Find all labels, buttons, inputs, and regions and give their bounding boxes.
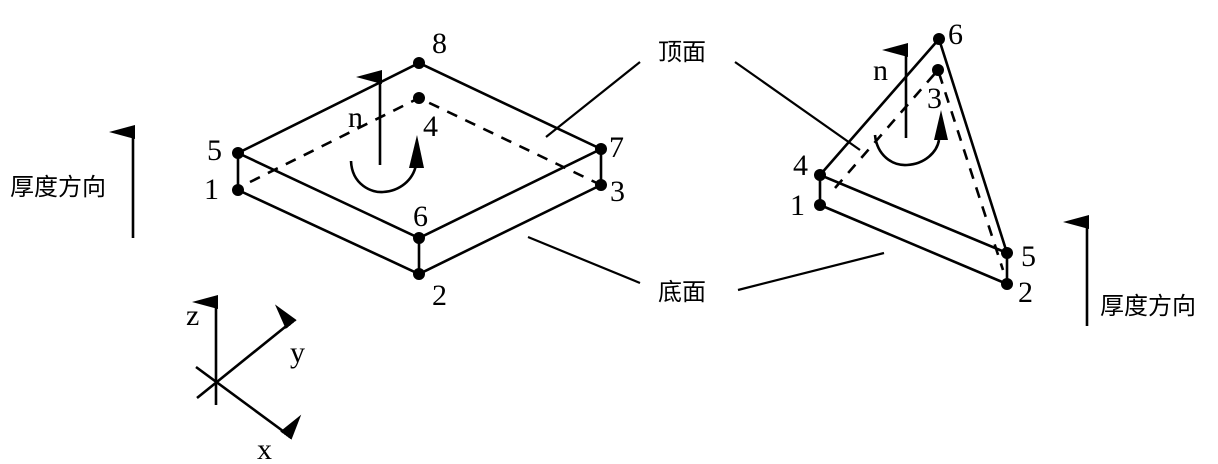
bottom-face-leader-left: [527, 235, 641, 285]
z-axis-label: z: [186, 299, 199, 332]
thickness-label-left: 厚度方向: [10, 173, 106, 201]
quad-node-6: 6: [413, 200, 428, 233]
triangle-shell-element: 1 2 3 4 5 6 n: [790, 18, 1036, 309]
thickness-label-right: 厚度方向: [1100, 292, 1196, 320]
tri-node-6: 6: [948, 18, 963, 51]
quad-node-8: 8: [432, 27, 447, 60]
top-face-leader-right: [734, 61, 861, 151]
tri-rotation-arrowhead-icon: [934, 110, 948, 140]
tri-normal-label: n: [873, 54, 888, 87]
quad-node-dots: [232, 57, 607, 280]
tri-node-3: 3: [927, 82, 942, 115]
quad-rotation-arrowhead-icon: [409, 135, 424, 168]
tri-node-5: 5: [1021, 240, 1036, 273]
y-axis-label: y: [290, 336, 305, 369]
tri-node-1: 1: [790, 189, 805, 222]
tri-bottom-edge: [819, 203, 1008, 286]
quad-shell-element: 1 2 3 4 5 6 7 8 n: [204, 27, 625, 312]
quad-rotation-arrow: [349, 160, 418, 194]
thickness-direction-right: 厚度方向: [1063, 215, 1196, 326]
quad-node-7: 7: [609, 131, 624, 164]
top-face-label: 顶面: [658, 38, 706, 66]
tri-node-4: 4: [793, 149, 808, 182]
quad-node-5: 5: [207, 134, 222, 167]
bottom-face-leader-right: [737, 251, 885, 292]
tri-rotation-arrow: [873, 134, 941, 167]
quad-node-3: 3: [610, 175, 625, 208]
tri-node-dots: [814, 33, 1013, 290]
tri-top-face: [817, 36, 1010, 256]
tri-node-2: 2: [1018, 276, 1033, 309]
top-face-leader-left: [545, 61, 641, 138]
face-callouts: 顶面 底面: [527, 38, 885, 306]
bottom-face-label: 底面: [658, 278, 706, 306]
quad-node-4: 4: [423, 110, 438, 143]
x-axis: [195, 365, 302, 440]
thickness-direction-left: 厚度方向: [10, 125, 135, 238]
quad-normal-label: n: [348, 101, 363, 134]
x-axis-label: x: [257, 433, 272, 464]
quad-node-2: 2: [432, 279, 447, 312]
quad-node-1: 1: [204, 173, 219, 206]
y-axis: [196, 304, 297, 400]
coordinate-axes: z y x: [186, 295, 305, 464]
tri-vertical-edges: [818, 175, 1009, 284]
